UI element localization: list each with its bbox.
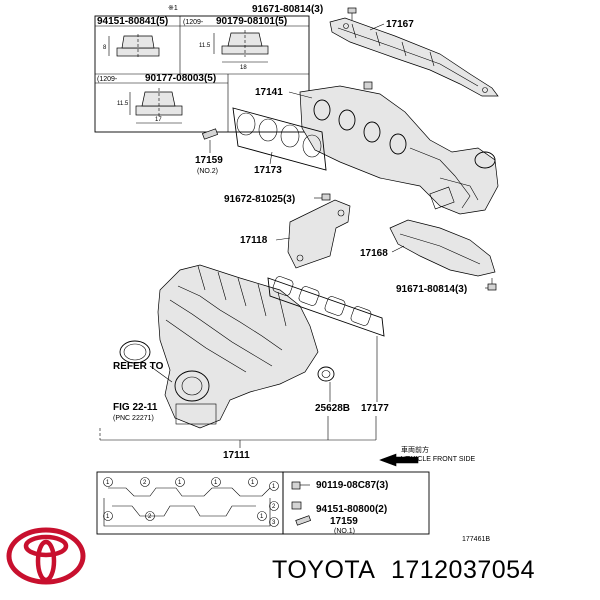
heat-insulator-17167: [329, 17, 499, 97]
figure-code: 177461B: [462, 536, 490, 543]
callout-17159-no2: (NO.2): [197, 168, 218, 175]
nut-b-range: (1209-: [183, 19, 204, 26]
callout-bolt-right: 91671-80814(3): [396, 284, 467, 295]
intake-manifold-17111: [157, 264, 319, 429]
nut-c-number: 90177-08003(5): [145, 73, 216, 84]
legend-part-1: 90119-08C87(3): [316, 480, 388, 491]
flange-nut-a: 8: [103, 34, 160, 58]
exhaust-manifold-17141: [299, 85, 499, 215]
legend-mark-a: 1: [106, 480, 110, 486]
gasket-25628b: [317, 366, 335, 382]
vehicle-front-jp: 車両前方: [401, 445, 429, 454]
legend-mark-c: 1: [178, 480, 182, 486]
legend-mark-f: 1: [106, 514, 110, 520]
throttle-gasket-ring: [119, 340, 151, 364]
callout-bolt-mid: 91672-81025(3): [224, 194, 295, 205]
legend-part-3: 17159: [330, 516, 358, 527]
legend-key-1: 1: [272, 484, 276, 490]
bolt-91671-top: [347, 7, 357, 20]
legend-mark-e: 1: [251, 480, 255, 486]
legend-box: 1 2 1 1 1 1 2 1 1 90119-08C87(3) 2 94151…: [96, 471, 430, 535]
nut-a-number: 94151-80841(5): [97, 16, 168, 27]
dim-8: 8: [103, 45, 107, 51]
callout-17141: 17141: [255, 87, 283, 98]
vehicle-front-en: VEHICLE FRONT SIDE: [401, 456, 475, 463]
callout-17173: 17173: [254, 165, 282, 176]
nut-spec-table: ※1 94151-80841(5) (1209- 90179-08101(5) …: [94, 5, 310, 133]
legend-mark-h: 1: [260, 514, 264, 520]
refer-to-line3: (PNC 22271): [113, 415, 154, 422]
gasket-17177: [267, 276, 385, 337]
legend-part-2: 94151-80800(2): [316, 504, 387, 515]
callout-17168: 17168: [360, 248, 388, 259]
callout-bolt-top: 91671-80814(3): [252, 4, 323, 15]
legend-mark-b: 2: [143, 480, 147, 486]
heat-insulator-17168: [389, 219, 496, 277]
nut-b-number: 90179-08101(5): [216, 16, 287, 27]
dim-18: 18: [240, 65, 247, 71]
stud-17159-no2: [201, 128, 219, 153]
legend-key-2: 2: [272, 504, 276, 510]
vehicle-front-arrow: [379, 453, 419, 467]
callout-17167: 17167: [386, 19, 414, 30]
legend-mark-g: 2: [148, 514, 152, 520]
bolt-91671-right: [487, 278, 497, 291]
legend-part-3-no1: (NO.1): [334, 528, 355, 535]
callout-25628b: 25628B: [315, 403, 350, 414]
refer-to-line1: REFER TO: [113, 361, 164, 372]
callout-17159: 17159: [195, 155, 223, 166]
callout-17111: 17111: [223, 450, 250, 461]
brand-part-line: TOYOTA 1712037054: [272, 556, 535, 585]
dim-11-5a: 11.5: [199, 43, 211, 49]
callout-17177: 17177: [361, 403, 389, 414]
dim-11-5b: 11.5: [117, 101, 129, 107]
legend-key-3: 3: [272, 520, 276, 526]
leader-17111: [99, 416, 377, 448]
dim-17: 17: [155, 117, 162, 123]
flange-nut-b: 11.5 18: [199, 30, 269, 71]
brand-name: TOYOTA: [272, 556, 376, 584]
callout-17118: 17118: [240, 235, 268, 246]
legend-mark-d: 1: [214, 480, 218, 486]
note-symbol: ※1: [168, 5, 178, 12]
part-number: 1712037054: [390, 556, 535, 584]
nut-c-range: (1209-: [97, 76, 118, 83]
bracket-17118: [287, 199, 351, 269]
bolt-91672: [321, 193, 331, 201]
gasket-17173: [232, 107, 327, 171]
nut-17141: [363, 81, 373, 90]
refer-to-line2: FIG 22-11: [113, 402, 158, 413]
toyota-logo: [6, 527, 86, 585]
flange-nut-c: 11.5 17: [117, 88, 183, 124]
